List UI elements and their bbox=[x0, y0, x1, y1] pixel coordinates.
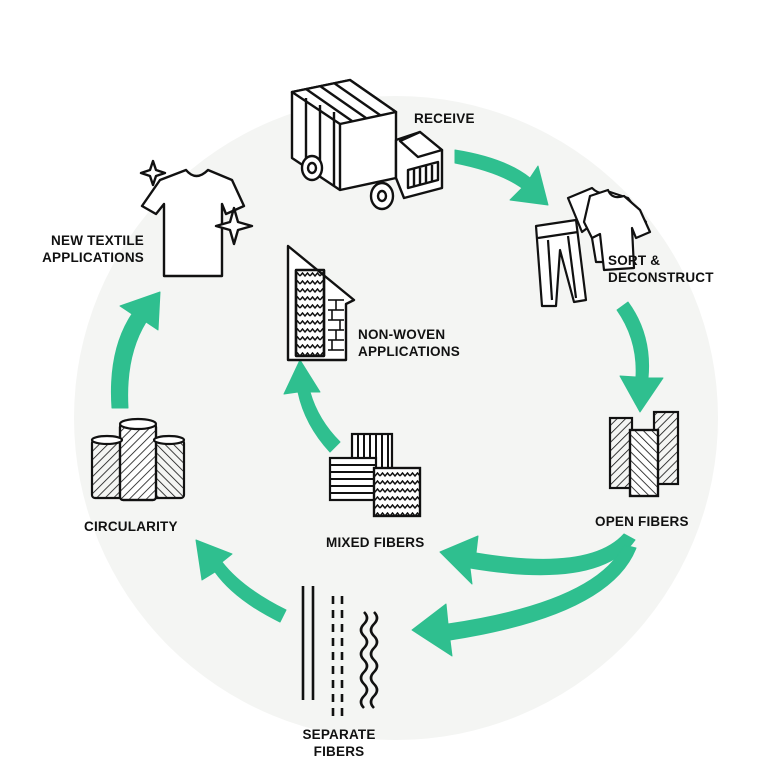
open-fibers-icon bbox=[608, 410, 680, 498]
yarn-spools-icon bbox=[90, 417, 186, 502]
label-circularity: CIRCULARITY bbox=[84, 519, 178, 534]
label-non-woven-applications: NON-WOVEN APPLICATIONS bbox=[358, 327, 460, 359]
arrow-sort-to-open bbox=[616, 301, 664, 413]
separate-fibers-icon bbox=[301, 586, 379, 716]
label-receive: RECEIVE bbox=[414, 111, 475, 126]
mixed-fibers-icon bbox=[328, 432, 422, 518]
clothes-icon bbox=[534, 186, 652, 308]
arrow-receive-to-sort bbox=[454, 149, 549, 206]
label-new-textile-applications: NEW TEXTILE APPLICATIONS bbox=[42, 233, 144, 265]
non-woven-icon bbox=[286, 244, 356, 362]
label-open-fibers: OPEN FIBERS bbox=[595, 514, 689, 529]
arrow-separate-to-circularity bbox=[195, 539, 287, 623]
arrow-open-to-separate bbox=[411, 544, 637, 657]
label-mixed-fibers: MIXED FIBERS bbox=[326, 535, 425, 550]
arrow-open-to-mixed bbox=[439, 533, 636, 585]
label-separate-fibers: SEPARATE FIBERS bbox=[302, 727, 376, 759]
label-sort-deconstruct: SORT & DECONSTRUCT bbox=[608, 253, 714, 285]
truck-icon bbox=[290, 78, 444, 211]
tshirt-sparkle-icon bbox=[139, 159, 254, 278]
arrow-circularity-to-new-textile bbox=[110, 291, 161, 409]
